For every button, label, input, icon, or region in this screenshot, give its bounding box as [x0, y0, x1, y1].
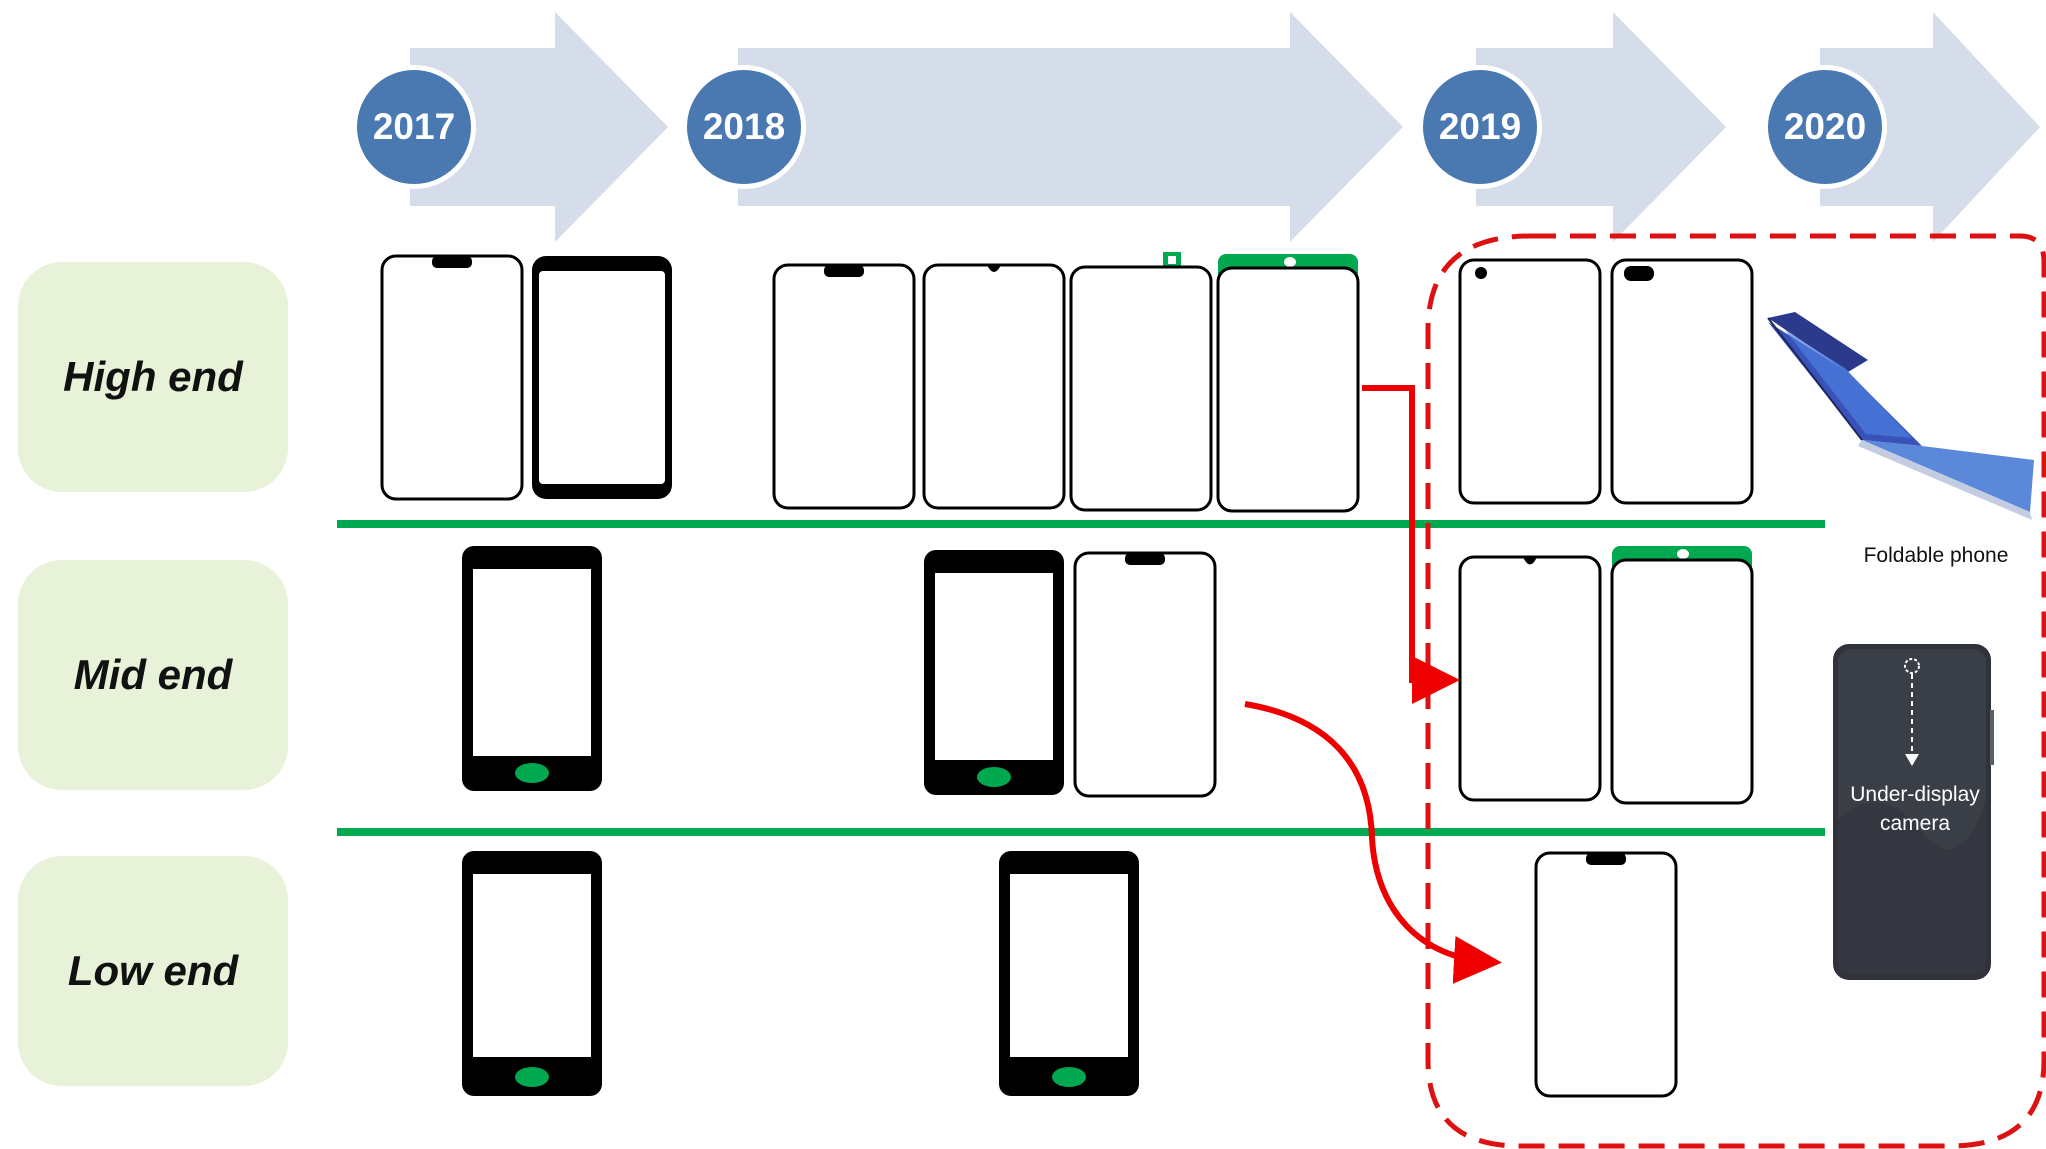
- phone-2017-low-home-button: [462, 851, 602, 1096]
- year-2018-label: 2018: [702, 106, 786, 147]
- under-display-camera-caption: Under-display camera: [1850, 783, 1980, 835]
- phone-2019-low-notch: [1534, 851, 1678, 1098]
- year-2017-label: 2017: [372, 106, 456, 147]
- timeline-arrow-2020: [1820, 12, 2040, 242]
- phone-2019-mid-waterdrop: [1458, 555, 1602, 802]
- migration-arrow-mid-to-low: [1244, 701, 1502, 984]
- phone-2018-high-popup-camera: [1069, 252, 1213, 512]
- under-display-camera-phone: [1833, 644, 1994, 980]
- year-2020-label: 2020: [1783, 106, 1867, 147]
- phone-2019-high-punch-hole: [1458, 258, 1602, 505]
- highlight-region-2019-2020: [1425, 233, 2046, 1149]
- foldable-phone-caption: Foldable phone: [1863, 544, 2009, 567]
- year-2017: 2017: [352, 65, 476, 189]
- tier-low-end: Low end: [18, 856, 288, 1086]
- year-2019-label: 2019: [1438, 106, 1522, 147]
- migration-arrow-high-to-mid: [1362, 385, 1460, 704]
- year-2020: 2020: [1763, 65, 1887, 189]
- tier-mid-end: Mid end: [18, 560, 288, 790]
- tier-high-end: High end: [18, 262, 288, 492]
- phone-2019-mid-slider-camera: [1610, 546, 1754, 805]
- tier-low-end-label: Low end: [67, 947, 239, 994]
- phone-2018-high-waterdrop: [922, 263, 1066, 510]
- phone-2019-high-dual-punch-hole: [1610, 258, 1754, 505]
- year-2018: 2018: [682, 65, 806, 189]
- foldable-phone-image: [1767, 312, 2034, 520]
- phone-2018-high-notch: [772, 263, 916, 510]
- timeline-arrows: [410, 12, 2040, 242]
- tier-high-end-label: High end: [63, 353, 243, 400]
- tier-mid-end-label: Mid end: [73, 651, 233, 698]
- phone-2018-mid-home-button: [924, 550, 1064, 795]
- phone-2017-high-notch: [380, 254, 524, 501]
- timeline-arrow-2018: [738, 12, 1403, 242]
- phone-2017-mid-home-button: [462, 546, 602, 791]
- phone-2018-low-home-button: [999, 851, 1139, 1096]
- phone-2017-high-thin-bezels: [532, 256, 672, 499]
- phone-2018-high-slider-camera: [1216, 254, 1360, 513]
- timeline-arrow-2019: [1476, 12, 1726, 242]
- phone-2018-mid-notch: [1073, 551, 1217, 798]
- timeline-arrow-2017: [410, 12, 668, 242]
- year-2019: 2019: [1418, 65, 1542, 189]
